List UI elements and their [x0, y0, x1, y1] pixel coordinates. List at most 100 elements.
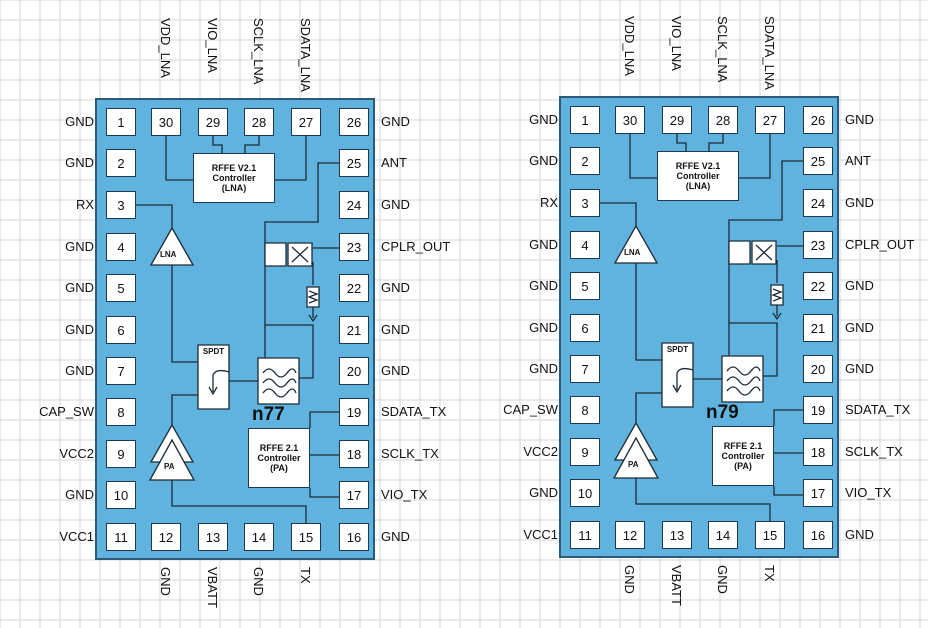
pin-label-20: GND — [845, 361, 874, 376]
pin-label-2: GND — [65, 155, 94, 170]
wire-sdata-lna — [739, 134, 771, 179]
coupler-icon — [728, 240, 751, 265]
spdt-switch-arm — [212, 369, 230, 392]
pin-20: 20 — [339, 357, 369, 385]
spdt-switch-arrow — [208, 386, 218, 396]
pin-2: 2 — [570, 147, 600, 175]
pin-label-17: VIO_TX — [845, 485, 892, 500]
pa-amplifier-icon-front — [148, 438, 196, 481]
pin-3: 3 — [106, 191, 136, 219]
pin-label-4: GND — [65, 239, 94, 254]
pin-label-10: GND — [65, 487, 94, 502]
coupler-icon — [264, 242, 287, 267]
pin-15: 15 — [755, 521, 785, 549]
pin-24: 24 — [339, 191, 369, 219]
pin-label-5: GND — [529, 278, 558, 293]
wire-tx — [635, 478, 771, 521]
wire-lna-spdt — [171, 262, 198, 363]
pin-label-24: GND — [845, 195, 874, 210]
pin-label-23: CPLR_OUT — [381, 239, 451, 254]
wire-ant-path — [728, 160, 803, 377]
pin-9: 9 — [570, 438, 600, 466]
pin-label-3: RX — [539, 195, 558, 210]
filter-wave-1 — [726, 366, 761, 376]
pin-6: 6 — [106, 316, 136, 344]
coupler-cross-icon — [755, 244, 773, 261]
pin-label-5: GND — [65, 280, 94, 295]
pin-6: 6 — [570, 314, 600, 342]
pin-label-6: GND — [65, 322, 94, 337]
lna-controller-text: Controller — [212, 173, 256, 183]
pin-label-18: SCLK_TX — [381, 446, 439, 461]
pin-label-24: GND — [381, 197, 410, 212]
pin-label-1: GND — [65, 114, 94, 129]
pin-27: 27 — [755, 106, 785, 134]
pin-29: 29 — [198, 108, 228, 136]
pin-7: 7 — [106, 357, 136, 385]
wire-ant-path — [264, 162, 339, 379]
pin-30: 30 — [151, 108, 181, 136]
pin-13: 13 — [198, 523, 228, 551]
wire-rx — [136, 204, 173, 228]
pa-controller-text: RFFE 2.1 — [723, 441, 763, 451]
pin-19: 19 — [339, 398, 369, 426]
pin-20: 20 — [803, 355, 833, 383]
pin-label-3: RX — [75, 197, 94, 212]
pin-label-25: ANT — [845, 153, 871, 168]
band-label: n79 — [706, 402, 739, 423]
pin-4: 4 — [570, 231, 600, 259]
pin-2: 2 — [106, 149, 136, 177]
lna-controller-text: RFFE V2.1 — [211, 163, 257, 173]
pin-11: 11 — [570, 521, 600, 549]
pin-label-26: GND — [381, 114, 410, 129]
pin-29: 29 — [662, 106, 692, 134]
pin-1: 1 — [106, 108, 136, 136]
pin-26: 26 — [803, 106, 833, 134]
spdt-label: SPDT — [202, 347, 225, 356]
pin-8: 8 — [106, 398, 136, 426]
pin-9: 9 — [106, 440, 136, 468]
wire-vio-lna — [676, 134, 687, 151]
resistor-zigzag-icon — [771, 288, 783, 302]
pin-label-22: GND — [845, 278, 874, 293]
filter-wave-3 — [726, 386, 761, 396]
pin-13: 13 — [662, 521, 692, 549]
pin-label-23: CPLR_OUT — [845, 237, 915, 252]
pin-10: 10 — [106, 481, 136, 509]
pin-11: 11 — [106, 523, 136, 551]
pa-controller-text: Controller — [721, 451, 765, 461]
pin-label-7: GND — [529, 361, 558, 376]
lna-amplifier-icon — [149, 226, 195, 266]
wire-vdd-lna — [629, 134, 657, 179]
filter-wave-3 — [262, 388, 297, 398]
pa-controller-text: (PA) — [734, 461, 752, 471]
pin-label-21: GND — [381, 322, 410, 337]
lna-controller-text: (LNA) — [685, 181, 711, 191]
resistor-zigzag-icon — [307, 290, 319, 304]
pin-21: 21 — [803, 314, 833, 342]
lna-controller-text: RFFE V2.1 — [675, 161, 721, 171]
pin-10: 10 — [570, 479, 600, 507]
wire-sclk-lna — [708, 134, 724, 151]
filter-wave-2 — [262, 378, 297, 388]
pin-16: 16 — [803, 521, 833, 549]
pin-label-8: CAP_SW — [39, 404, 94, 419]
pin-label-6: GND — [529, 320, 558, 335]
pin-label-11: VCC1 — [59, 529, 94, 544]
pin-17: 17 — [339, 481, 369, 509]
pin-label-19: SDATA_TX — [381, 404, 447, 419]
wire-rx — [600, 202, 637, 226]
pin-label-25: ANT — [381, 155, 407, 170]
pin-label-1: GND — [529, 112, 558, 127]
wire-vio-lna — [212, 136, 223, 153]
wire-vio-tx — [309, 488, 339, 498]
spdt-switch-arm — [676, 367, 694, 390]
pin-label-9: VCC2 — [523, 444, 558, 459]
ground-arrow-icon — [308, 307, 318, 323]
spdt-label: SPDT — [666, 345, 689, 354]
pin-label-16: GND — [381, 529, 410, 544]
